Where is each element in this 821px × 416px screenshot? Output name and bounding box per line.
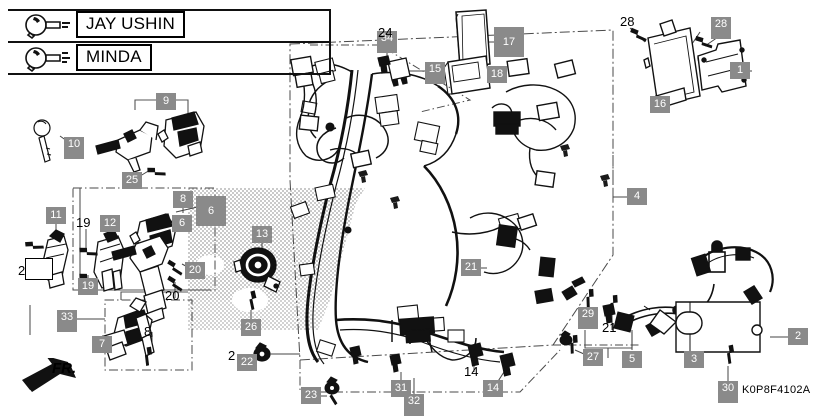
callout-4[interactable]: 4 — [627, 188, 647, 205]
callout-20[interactable]: 20 — [185, 262, 205, 279]
callout-25[interactable]: 25 — [122, 172, 142, 189]
callout-12[interactable]: 12 — [100, 215, 120, 232]
clip-29 — [561, 276, 586, 301]
callout-15[interactable]: 15 — [425, 62, 445, 84]
key-10 — [33, 119, 52, 163]
key-icon — [25, 47, 70, 73]
grommet-22 — [253, 342, 271, 362]
callout-6[interactable]: 6 — [196, 196, 226, 226]
harness-connectors — [289, 57, 523, 357]
manufacturer-legend: JAY USHIN MINDA — [6, 8, 331, 76]
clips-14 — [467, 342, 516, 377]
callout-33[interactable]: 33 — [57, 310, 77, 332]
callout-16[interactable]: 16 — [650, 96, 670, 113]
relay-15 — [387, 57, 411, 87]
plain-number-24: 24 — [378, 25, 393, 40]
callout-30[interactable]: 30 — [718, 381, 738, 403]
callout-26[interactable]: 26 — [241, 319, 261, 336]
bolt-25 — [145, 164, 167, 180]
callout-28[interactable]: 28 — [711, 17, 731, 39]
callout-21[interactable]: 21 — [461, 259, 481, 276]
lock-cylinder-9b — [157, 111, 205, 159]
callout-32[interactable]: 32 — [404, 394, 424, 416]
ecm-unit — [643, 19, 707, 109]
callout-27[interactable]: 27 — [583, 349, 603, 366]
front-direction-label: FR. — [52, 360, 77, 377]
clips-31-32 — [349, 345, 402, 373]
front-direction-arrow — [22, 358, 76, 392]
callout-14[interactable]: 14 — [483, 380, 503, 397]
callout-19[interactable]: 19 — [78, 278, 98, 295]
callout-18[interactable]: 18 — [487, 66, 507, 83]
callout-11[interactable]: 11 — [46, 207, 66, 224]
key-icon — [25, 14, 70, 40]
horn-13 — [233, 247, 281, 293]
plain-number-2: 2 — [18, 263, 26, 278]
diagram-code: K0P8F4102A — [742, 384, 811, 396]
callout-9[interactable]: 9 — [156, 93, 176, 110]
legend-label-minda: MINDA — [76, 44, 152, 71]
partial-label-box — [25, 258, 53, 280]
callout-10[interactable]: 10 — [64, 137, 84, 159]
right-harness — [491, 57, 577, 188]
group-boundaries — [72, 29, 640, 393]
clip-27 — [559, 330, 573, 346]
callout-13[interactable]: 13 — [252, 226, 272, 243]
legend-frame — [8, 9, 331, 75]
callout-8[interactable]: 8 — [173, 191, 193, 208]
callout-5[interactable]: 5 — [622, 351, 642, 368]
callout-31[interactable]: 31 — [391, 380, 411, 397]
callout-22[interactable]: 22 — [237, 354, 257, 371]
lock-12 — [93, 229, 125, 292]
upper-left-harness — [289, 55, 373, 169]
ecm-bracket — [697, 39, 747, 93]
callout-23[interactable]: 23 — [301, 387, 321, 404]
clip-34 — [377, 55, 391, 74]
hose-joint-part — [643, 305, 703, 335]
plain-number-20: 20 — [165, 288, 180, 303]
control-unit-17 — [455, 9, 491, 69]
control-unit-18 — [443, 55, 491, 95]
ignition-lock-20 — [111, 235, 169, 325]
callout-7[interactable]: 7 — [92, 336, 112, 353]
clip-21-right — [602, 303, 616, 324]
callout-3[interactable]: 3 — [684, 351, 704, 368]
mid-right-harness — [469, 212, 556, 305]
plain-number-28: 28 — [620, 14, 635, 29]
bolt-11 — [23, 239, 45, 253]
callout-2[interactable]: 2 — [788, 328, 808, 345]
callout-1[interactable]: 1 — [730, 62, 750, 79]
ignition-switch-9a — [95, 121, 159, 173]
plain-number-21: 21 — [602, 320, 617, 335]
callout-34[interactable]: 34 — [377, 31, 397, 53]
callout-17[interactable]: 17 — [494, 27, 524, 57]
callout-6[interactable]: 6 — [172, 215, 192, 232]
clip-23 — [324, 376, 340, 395]
plain-number-8: 8 — [144, 324, 152, 339]
legend-label-jay-ushin: JAY USHIN — [76, 11, 186, 38]
callout-29[interactable]: 29 — [578, 307, 598, 329]
plain-number-19: 19 — [76, 215, 91, 230]
plain-number-2: 2 — [228, 348, 236, 363]
plain-number-14: 14 — [464, 364, 479, 379]
